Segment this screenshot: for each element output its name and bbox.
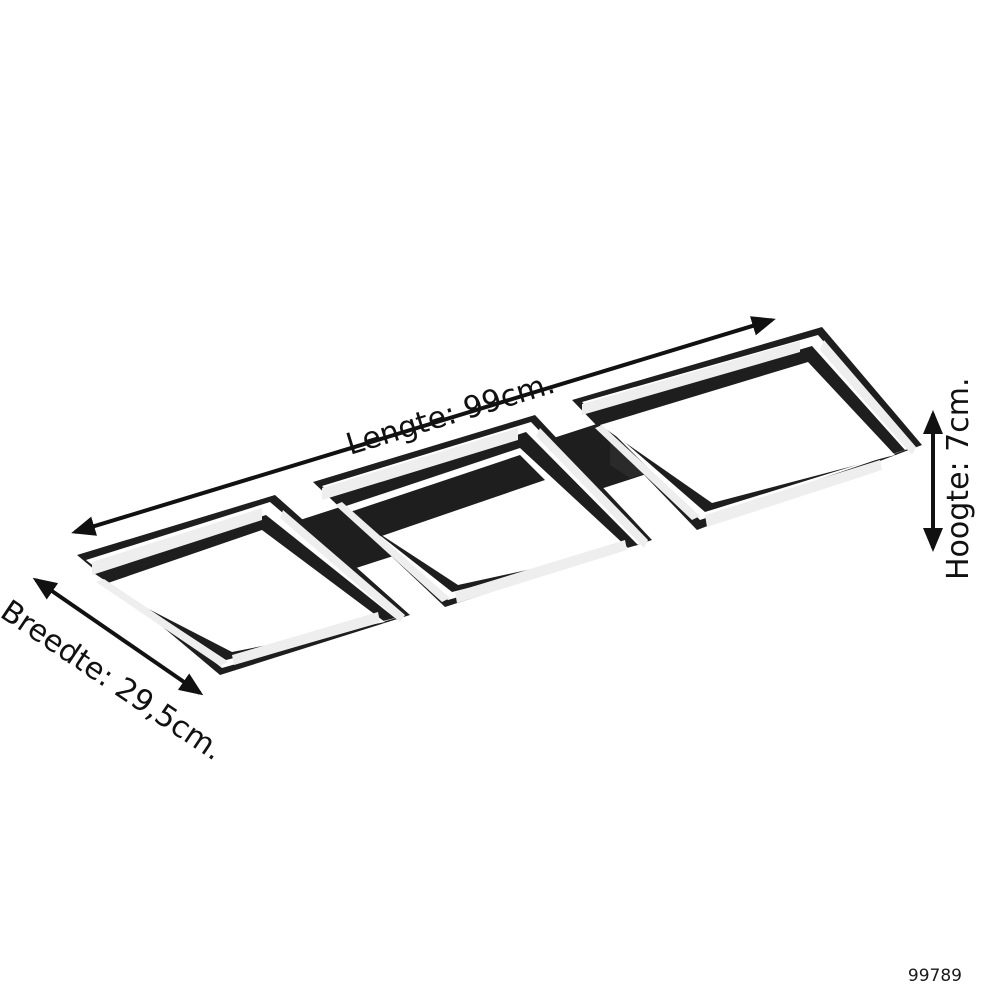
length-arrow [71,316,776,536]
product-code: 99789 [907,966,962,986]
width-arrow [32,577,204,696]
height-label: Hoogte: 7cm. [941,377,976,580]
light-frame-right [572,327,922,530]
